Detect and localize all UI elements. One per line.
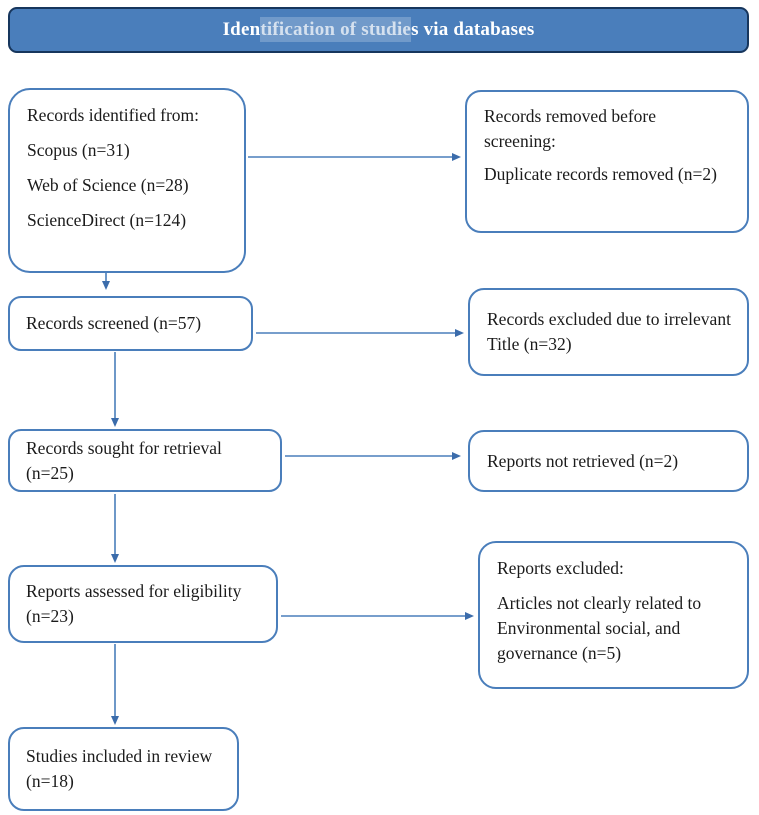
node-text-line: Articles not clearly related to Environm… [497, 592, 702, 663]
node-text-line: Studies included in review (n=18) [26, 746, 213, 791]
node-text-line: Duplicate records removed (n=2) [484, 163, 717, 184]
node-reports-assessed-for-eligibility: Reports assessed for eligibility (n=23) [8, 565, 278, 643]
node-text-line: Reports excluded: [497, 558, 624, 578]
diagram-title: Identification of studies via databases [222, 17, 535, 42]
node-studies-included-in-review: Studies included in review (n=18) [8, 727, 239, 811]
node-records-sought-for-retrieval: Records sought for retrieval (n=25) [8, 429, 282, 492]
node-text-line: Records removed before screening: [484, 106, 657, 151]
title-part-prefix: Iden [222, 19, 261, 40]
node-text-line: Records screened (n=57) [26, 313, 202, 334]
title-part-highlighted: tification of studie [260, 17, 412, 42]
diagram-title-banner: Identification of studies via databases [8, 7, 749, 53]
node-records-excluded: Records excluded due to irrelevant Title… [468, 288, 749, 376]
node-text-line: Web of Science (n=28) [27, 174, 189, 195]
node-reports-excluded: Reports excluded: Articles not clearly r… [478, 541, 749, 689]
node-records-removed-before-screening: Records removed before screening: Duplic… [465, 90, 749, 233]
title-part-suffix: s via databases [411, 19, 535, 40]
node-text-line: Records excluded due to irrelevant Title… [487, 309, 731, 354]
node-text-line: Records sought for retrieval (n=25) [26, 437, 222, 483]
node-text-line: ScienceDirect (n=124) [27, 209, 187, 230]
node-text-line: Reports assessed for eligibility (n=23) [26, 581, 242, 626]
node-reports-not-retrieved: Reports not retrieved (n=2) [468, 430, 749, 492]
node-records-screened: Records screened (n=57) [8, 296, 253, 351]
node-text-line: Records identified from: [27, 105, 200, 125]
node-text-line: Reports not retrieved (n=2) [487, 450, 679, 471]
node-records-identified: Records identified from: Scopus (n=31) W… [8, 88, 246, 273]
node-text-line: Scopus (n=31) [27, 139, 130, 160]
